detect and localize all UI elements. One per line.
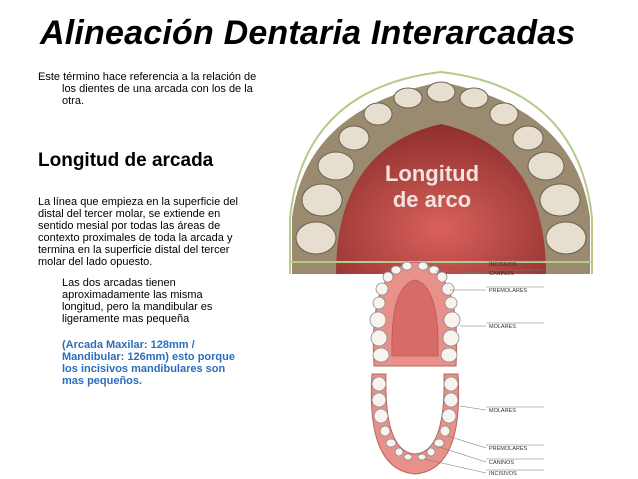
label-caninos-upper: CANINOS bbox=[489, 271, 514, 277]
lower-arch bbox=[370, 373, 460, 475]
label-premolares-lower: PREMOLARES bbox=[489, 446, 528, 452]
palate-shape bbox=[336, 124, 546, 274]
photo-caption-line1: Longitud bbox=[385, 161, 479, 186]
arch-length-outline bbox=[289, 70, 593, 274]
slide-title: Alineación Dentaria Interarcadas bbox=[40, 14, 576, 52]
label-leader-lines bbox=[423, 260, 544, 474]
dental-arches-diagram: INCISIVOS CANINOS PREMOLARES MOLARES MOL… bbox=[369, 260, 544, 477]
teeth-group bbox=[295, 81, 587, 255]
lower-arch-labels: MOLARES PREMOLARES CANINOS INCISIVOS bbox=[489, 408, 528, 477]
intro-text: Este término hace referencia a la relaci… bbox=[38, 71, 257, 107]
measurement-note: (Arcada Maxilar: 128mm / Mandibular: 126… bbox=[62, 339, 235, 387]
arch-length-photo: Longitud de arco bbox=[286, 68, 596, 274]
label-incisivos-lower: INCISIVOS bbox=[489, 471, 517, 477]
label-incisivos-upper: INCISIVOS bbox=[489, 262, 517, 268]
label-premolares-upper: PREMOLARES bbox=[489, 288, 528, 294]
upper-arch-labels: INCISIVOS CANINOS PREMOLARES MOLARES bbox=[489, 262, 528, 330]
label-molares-lower: MOLARES bbox=[489, 408, 516, 414]
upper-arch bbox=[369, 261, 461, 367]
comparison-paragraph: Las dos arcadas tienen aproximadamente l… bbox=[62, 277, 213, 325]
definition-paragraph: La línea que empieza en la superficie de… bbox=[38, 196, 238, 268]
photo-caption-line2: de arco bbox=[393, 187, 471, 212]
label-caninos-lower: CANINOS bbox=[489, 460, 514, 466]
label-molares-upper: MOLARES bbox=[489, 324, 516, 330]
section-heading: Longitud de arcada bbox=[38, 150, 214, 171]
